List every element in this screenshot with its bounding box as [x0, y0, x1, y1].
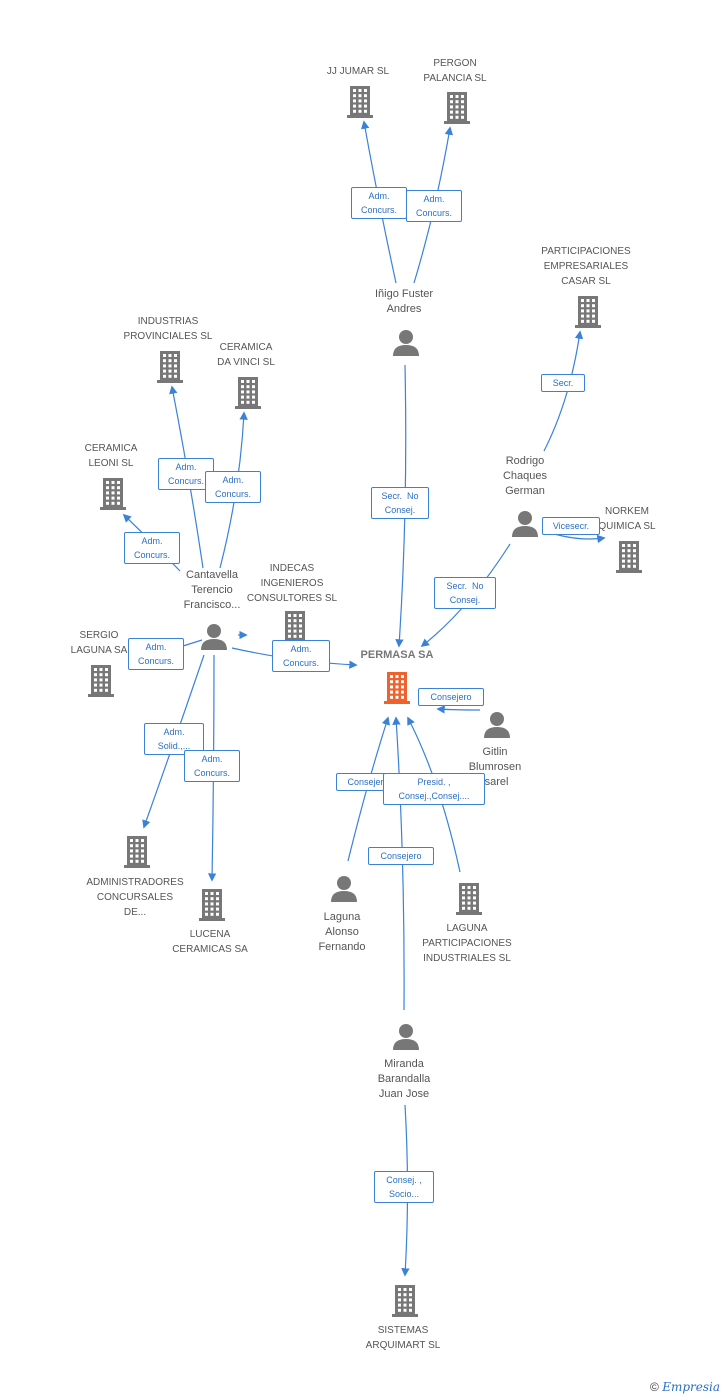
footer-brand: © Empresia	[650, 1380, 720, 1394]
building-icon	[235, 377, 261, 409]
node-label: JJ JUMAR SL	[326, 66, 390, 77]
building-icon	[124, 836, 150, 868]
building-icon	[199, 889, 225, 921]
main-company-node[interactable]: PERMASA SA	[361, 648, 434, 663]
person-icon	[484, 712, 510, 738]
company-node[interactable]: SERGIO LAGUNA SA	[71, 628, 128, 658]
brand-name: Empresia	[662, 1380, 720, 1394]
node-label: CERAMICA DA VINCI SL	[217, 342, 275, 368]
building-icon	[456, 883, 482, 915]
company-node[interactable]: CERAMICA DA VINCI SL	[217, 340, 275, 370]
company-node[interactable]: INDECAS INGENIEROS CONSULTORES SL	[247, 561, 337, 606]
edge-role-label[interactable]: Vicesecr.	[542, 517, 600, 535]
company-node[interactable]: SISTEMAS ARQUIMART SL	[366, 1323, 441, 1353]
edge-role-label[interactable]: Adm. Concurs.	[184, 750, 240, 782]
person-node[interactable]: Iñigo Fuster Andres	[375, 287, 433, 317]
person-icon	[393, 1024, 419, 1050]
edge-role-label[interactable]: Adm. Concurs.	[406, 190, 462, 222]
edge-role-label[interactable]: Adm. Concurs.	[272, 640, 330, 672]
person-node[interactable]: Laguna Alonso Fernando	[318, 910, 365, 955]
edge-role-label[interactable]: Presid. , Consej.,Consej....	[383, 773, 485, 805]
node-label: LUCENA CERAMICAS SA	[172, 929, 248, 955]
company-node[interactable]: PERGON PALANCIA SL	[423, 56, 486, 86]
main-company-icon	[384, 672, 410, 704]
person-node[interactable]: Gitlin Blumrosen Isarel	[469, 745, 522, 790]
company-node[interactable]: ADMINISTRADORES CONCURSALES DE...	[86, 875, 183, 920]
building-icon	[575, 296, 601, 328]
company-node[interactable]: LAGUNA PARTICIPACIONES INDUSTRIALES SL	[422, 921, 511, 966]
node-label: SISTEMAS ARQUIMART SL	[365, 1325, 441, 1351]
node-label: Laguna Alonso Fernando	[318, 911, 366, 953]
company-node[interactable]: LUCENA CERAMICAS SA	[172, 927, 248, 957]
node-label: Gitlin Blumrosen Isarel	[468, 746, 522, 788]
person-node[interactable]: Cantavella Terencio Francisco...	[184, 568, 241, 613]
node-label: SERGIO LAGUNA SA	[70, 630, 128, 656]
node-label: INDUSTRIAS PROVINCIALES SL	[123, 316, 213, 342]
node-label: LAGUNA PARTICIPACIONES INDUSTRIALES SL	[422, 923, 512, 964]
node-label: PERGON PALANCIA SL	[423, 58, 487, 84]
company-node[interactable]: CERAMICA LEONI SL	[85, 441, 138, 471]
node-label: ADMINISTRADORES CONCURSALES DE...	[86, 877, 184, 918]
company-node[interactable]: INDUSTRIAS PROVINCIALES SL	[124, 314, 213, 344]
edge-role-label[interactable]: Adm. Concurs.	[158, 458, 214, 490]
person-icon	[393, 330, 419, 356]
company-node[interactable]: JJ JUMAR SL	[327, 64, 389, 79]
copyright-symbol: ©	[650, 1380, 659, 1394]
node-label: Cantavella Terencio Francisco...	[183, 569, 241, 611]
edge-role-label[interactable]: Adm. Concurs.	[128, 638, 184, 670]
edge-role-label[interactable]: Consejero	[368, 847, 434, 865]
relation-edge	[436, 705, 481, 714]
person-icon	[201, 624, 227, 650]
edge-role-label[interactable]: Secr. No Consej.	[371, 487, 429, 519]
company-node[interactable]: PARTICIPACIONES EMPRESARIALES CASAR SL	[541, 244, 630, 289]
company-node[interactable]: NORKEM QUIMICA SL	[598, 504, 655, 534]
edge-role-label[interactable]: Secr.	[541, 374, 585, 392]
person-node[interactable]: Rodrigo Chaques German	[503, 454, 547, 499]
node-label: INDECAS INGENIEROS CONSULTORES SL	[246, 563, 338, 604]
building-icon	[616, 541, 642, 573]
node-label: PARTICIPACIONES EMPRESARIALES CASAR SL	[541, 246, 631, 287]
relation-edge	[543, 330, 584, 452]
building-icon	[100, 478, 126, 510]
edge-role-label[interactable]: Consej. , Socio...	[374, 1171, 434, 1203]
node-label: CERAMICA LEONI SL	[84, 443, 138, 469]
building-icon	[157, 351, 183, 383]
person-node[interactable]: Miranda Barandalla Juan Jose	[378, 1057, 431, 1102]
node-label: Miranda Barandalla Juan Jose	[377, 1058, 431, 1100]
edge-role-label[interactable]: Adm. Concurs.	[124, 532, 180, 564]
building-icon	[88, 665, 114, 697]
person-icon	[331, 876, 357, 902]
person-icon	[512, 511, 538, 537]
node-label: Iñigo Fuster Andres	[374, 288, 434, 315]
edge-role-label[interactable]: Secr. No Consej.	[434, 577, 496, 609]
building-icon	[392, 1285, 418, 1317]
node-label: Rodrigo Chaques German	[502, 455, 548, 497]
edge-role-label[interactable]: Adm. Concurs.	[205, 471, 261, 503]
edge-role-label[interactable]: Consejero	[418, 688, 484, 706]
building-icon	[282, 611, 308, 643]
node-label: PERMASA SA	[360, 649, 434, 661]
edge-role-label[interactable]: Adm. Solid.,...	[144, 723, 204, 755]
node-label: NORKEM QUIMICA SL	[598, 506, 656, 532]
edge-role-label[interactable]: Adm. Concurs.	[351, 187, 407, 219]
building-icon	[444, 92, 470, 124]
building-icon	[347, 86, 373, 118]
